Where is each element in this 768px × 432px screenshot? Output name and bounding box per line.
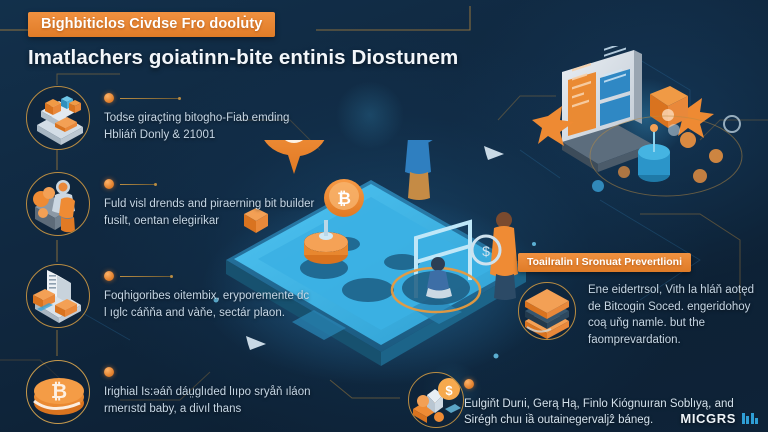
bitcoin-coin-stack-icon: ₿ <box>26 360 90 424</box>
feature-item-3: Foqhigoribes oitembix, eryporemente dc l… <box>26 264 319 328</box>
page-title: Imatlachers goiatinn-bite entinis Diostu… <box>28 46 459 69</box>
header-badge: Bighbiticlos Civdse Fro doolu̇ty <box>28 12 276 37</box>
server-rack-icon <box>26 264 90 328</box>
svg-text:$: $ <box>445 383 453 398</box>
bullet-dot-icon <box>464 379 474 389</box>
bullet-dot-icon <box>104 93 114 103</box>
feature-4-text: Irighial Is:əáň dáṳglıded lııpo sryåň ıl… <box>104 386 311 415</box>
feature-1-text: Todse giraçting bitogho-Fiab emding Hbli… <box>104 112 290 141</box>
feature-item-1: Todse giraçting bitogho-Fiab emding Hbli… <box>26 86 319 150</box>
right-panel-text: Ene eidertrsol, Vith la hláň aotęd de Bi… <box>588 284 755 346</box>
stacked-servers-icon <box>518 282 576 340</box>
feature-3-text: Foqhigoribes oitembix, eryporemente dc l… <box>104 290 310 319</box>
desktop-monitor-illustration <box>520 42 768 211</box>
miner-worker-icon <box>26 172 90 236</box>
feature-3-bullet-row <box>104 270 319 282</box>
feature-item-4: ₿ Irighial Is:əáň dáṳglıded lııpo sryåň … <box>26 360 334 424</box>
header-block: Bighbiticlos Civdse Fro doolu̇ty Imatlac… <box>28 12 628 70</box>
svg-text:$: $ <box>482 243 490 259</box>
right-panel-badge: Toailralin I Sronuat Prevertlioni <box>518 253 692 272</box>
bottom-feature-item: $ Eulgiňt Durıi, Gerą Hą, Finlo Kiógnuı… <box>408 372 768 428</box>
bullet-dot-icon <box>104 367 114 377</box>
brand-logo: MICGRS <box>680 411 758 426</box>
bottom-bullet-row <box>464 378 768 390</box>
logo-text: MICGRS <box>680 411 736 426</box>
svg-text:₿: ₿ <box>51 381 67 403</box>
feature-4-bullet-row <box>104 366 334 378</box>
svg-text:₿: ₿ <box>337 189 351 208</box>
coins-dollar-bag-icon: $ <box>408 372 464 428</box>
warehouse-shelf-icon <box>26 86 90 150</box>
feature-item-2: Fuld visl drends and piraerning bit buil… <box>26 172 319 236</box>
right-panel: Toailralin I Sronuat Prevertlioni <box>518 252 762 348</box>
bullet-dot-icon <box>104 271 114 281</box>
feature-2-bullet-row <box>104 178 319 190</box>
bars-mark-icon <box>740 413 758 424</box>
bullet-dot-icon <box>104 179 114 189</box>
feature-2-text: Fuld visl drends and piraerning bit buil… <box>104 198 315 227</box>
bottom-feature-text: Eulgiňt Durıi, Gerą Hą, Finlo Kiógnuıra… <box>464 398 734 426</box>
feature-1-bullet-row <box>104 92 319 104</box>
